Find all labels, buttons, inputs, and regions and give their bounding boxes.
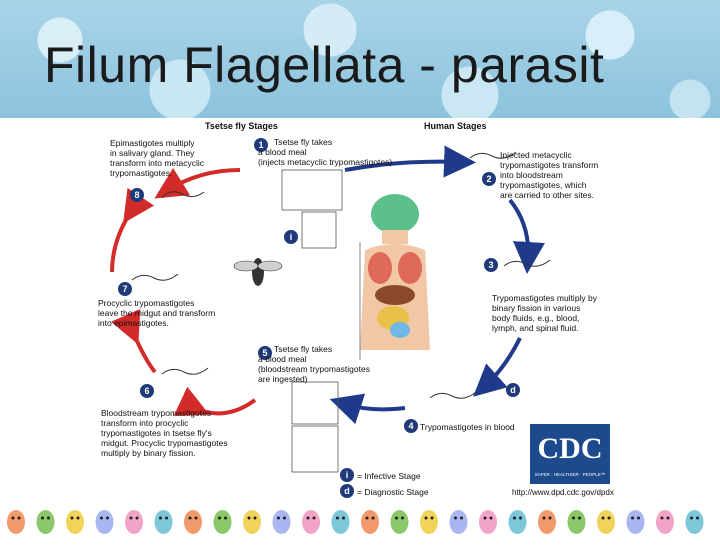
step-1-badge: 1 (254, 138, 268, 152)
parasite-8 (161, 191, 205, 199)
cartoon-cell-icon (685, 510, 704, 534)
step-3-badge: 3 (484, 258, 498, 272)
legend-diagnostic-text: = Diagnostic Stage (357, 487, 429, 497)
human-arrow-bottom (329, 393, 406, 425)
cartoon-cell-icon (243, 510, 261, 534)
step-5-badge: 5 (258, 346, 272, 360)
legend-infective-symbol: i (340, 468, 354, 482)
human-body-illustration (359, 194, 430, 360)
inset-fly-meal (291, 381, 339, 425)
cartoon-cell-icon (272, 510, 291, 534)
cartoon-cell-icon (7, 510, 25, 534)
cartoon-cell-icon (656, 510, 674, 534)
infective-marker-icon: i (284, 230, 298, 244)
parasite-3 (503, 259, 551, 267)
cartoon-cell-icon (302, 510, 320, 534)
step-8-text: Epimastigotes multiply in salivary gland… (110, 138, 204, 178)
step-1-text: Tsetse fly takes a blood meal (injects m… (258, 137, 393, 167)
tsetse-arrow-bottom (173, 386, 257, 416)
cartoon-cell-icon (538, 510, 556, 534)
cartoon-cell-icon (567, 510, 586, 534)
step-6-badge: 6 (140, 384, 154, 398)
cdc-logo-text: CDC (537, 432, 603, 465)
step-8-badge: 8 (130, 188, 144, 202)
cdc-tagline: SAFER · HEALTHIER · PEOPLE™ (534, 472, 606, 477)
step-2-badge: 2 (482, 172, 496, 186)
tsetse-arrow-left (110, 187, 155, 273)
step-2-text: Injected metacyclic trypomastigotes tran… (500, 150, 599, 200)
cartoon-cell-icon (213, 510, 232, 534)
cartoon-cell-icon (597, 510, 615, 534)
human-arrow-right (508, 198, 545, 274)
cartoon-cell-icon (508, 510, 527, 534)
cartoon-cell-icon (361, 510, 379, 534)
human-arrow-right-lower (473, 337, 522, 397)
cartoon-cell-icon (626, 510, 645, 534)
tsetse-arrow-left-lower (110, 308, 157, 374)
cdc-logo: CDC SAFER · HEALTHIER · PEOPLE™ (530, 424, 610, 484)
step-4-badge: 4 (404, 419, 418, 433)
legend-diagnostic-symbol: d (340, 484, 354, 498)
cartoon-cell-icon (449, 510, 468, 534)
cartoon-cell-icon (390, 510, 409, 534)
cycle-arrows (110, 145, 551, 473)
title-banner: Filum Flagellata - parasit (0, 0, 720, 118)
diagnostic-marker-icon: d (506, 383, 520, 397)
human-stages-header: Human Stages (424, 121, 487, 131)
cartoon-cell-icon (66, 510, 84, 534)
parasite-2 (469, 151, 517, 159)
step-6-text: Bloodstream trypomastigotes transform in… (101, 408, 228, 458)
human-arrow-top (344, 145, 476, 178)
inset-fly-bite (281, 169, 343, 211)
parasite-4 (429, 391, 477, 399)
tsetse-arrow-top (154, 167, 241, 199)
step-5-text: Tsetse fly takes a blood meal (bloodstre… (258, 344, 370, 384)
cartoon-cell-icon (36, 510, 55, 534)
cartoon-cell-icon (184, 510, 202, 534)
parasite-6 (161, 367, 209, 375)
parasite-7 (131, 273, 179, 281)
slide-title: Filum Flagellata - parasit (44, 37, 605, 93)
legend-infective-text: = Infective Stage (357, 471, 421, 481)
step-7-text: Procyclic trypomastigotes leave the midg… (98, 298, 216, 328)
tsetse-stages-header: Tsetse fly Stages (205, 121, 278, 131)
inset-parasite (301, 211, 337, 249)
tsetse-fly-illustration (233, 258, 283, 286)
cartoon-cell-icon (154, 510, 173, 534)
cartoon-cell-icon (125, 510, 143, 534)
step-3-text: Trypomastigotes multiply by binary fissi… (492, 293, 598, 333)
cdc-url: http://www.dpd.cdc.gov/dpdx (512, 488, 614, 497)
step-4-text: Trypomastigotes in blood (420, 422, 515, 432)
cartoon-cell-icon (95, 510, 114, 534)
step-7-badge: 7 (118, 282, 132, 296)
life-cycle-diagram: Tsetse fly Stages Human Stages 1 Tsetse … (0, 118, 720, 498)
cartoon-cell-icon (331, 510, 350, 534)
cartoon-cells-row (7, 510, 704, 534)
inset-trypomastigotes (291, 425, 339, 473)
cartoon-cell-icon (420, 510, 438, 534)
decorative-footer (0, 498, 720, 540)
cartoon-cell-icon (479, 510, 497, 534)
